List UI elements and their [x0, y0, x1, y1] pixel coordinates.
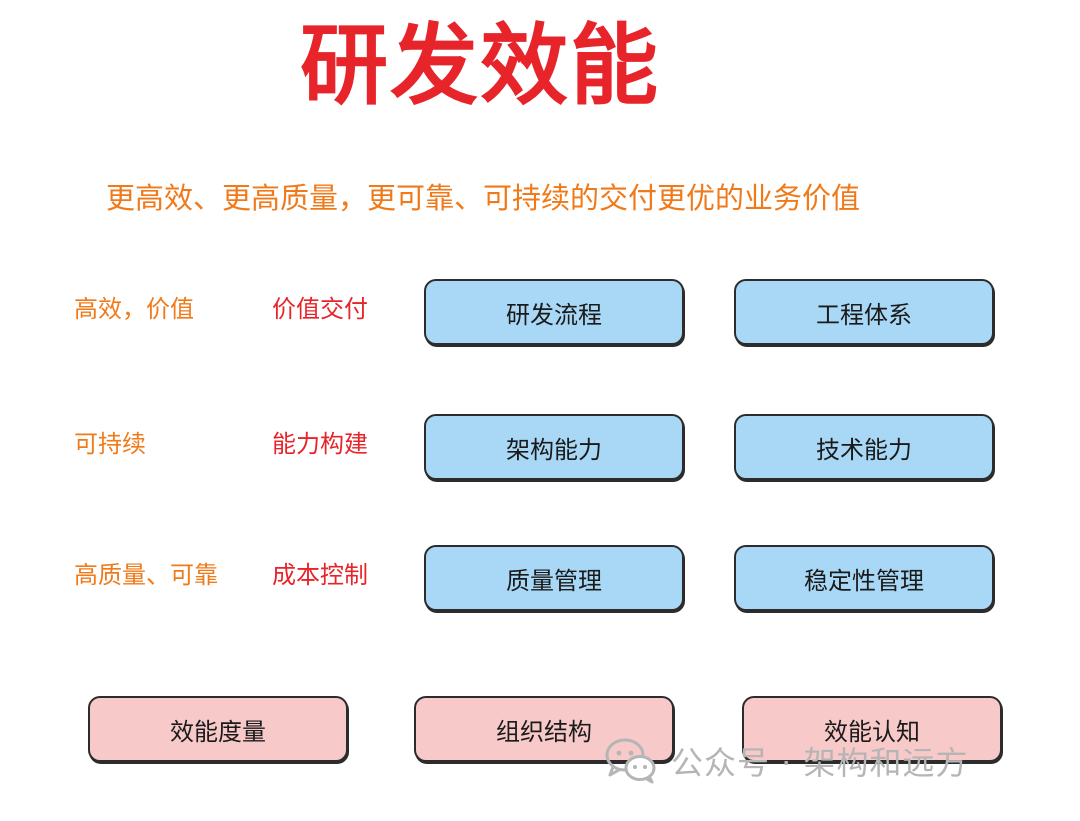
box-dev-process[interactable]: 研发流程: [424, 279, 684, 345]
row-3-goal-label: 高质量、可靠: [74, 561, 218, 589]
box-architecture-capability[interactable]: 架构能力: [424, 414, 684, 480]
row-1-goal-label: 高效，价值: [74, 295, 194, 323]
box-technical-capability[interactable]: 技术能力: [734, 414, 994, 480]
box-efficiency-metrics[interactable]: 效能度量: [88, 696, 348, 762]
diagram-subtitle: 更高效、更高质量，更可靠、可持续的交付更优的业务价值: [106, 181, 861, 215]
row-2-focus-label: 能力构建: [272, 430, 368, 458]
box-org-structure[interactable]: 组织结构: [414, 696, 674, 762]
box-engineering-system[interactable]: 工程体系: [734, 279, 994, 345]
box-efficiency-awareness[interactable]: 效能认知: [742, 696, 1002, 762]
row-2-goal-label: 可持续: [74, 430, 146, 458]
wechat-icon: [605, 738, 656, 784]
diagram-title: 研发效能: [300, 14, 661, 117]
watermark: 公众号 · 架构和远方: [605, 737, 969, 785]
row-1-focus-label: 价值交付: [272, 295, 368, 323]
row-3-focus-label: 成本控制: [272, 561, 368, 589]
box-stability-management[interactable]: 稳定性管理: [734, 545, 994, 611]
box-quality-management[interactable]: 质量管理: [424, 545, 684, 611]
watermark-text: 公众号 · 架构和远方: [671, 744, 969, 782]
